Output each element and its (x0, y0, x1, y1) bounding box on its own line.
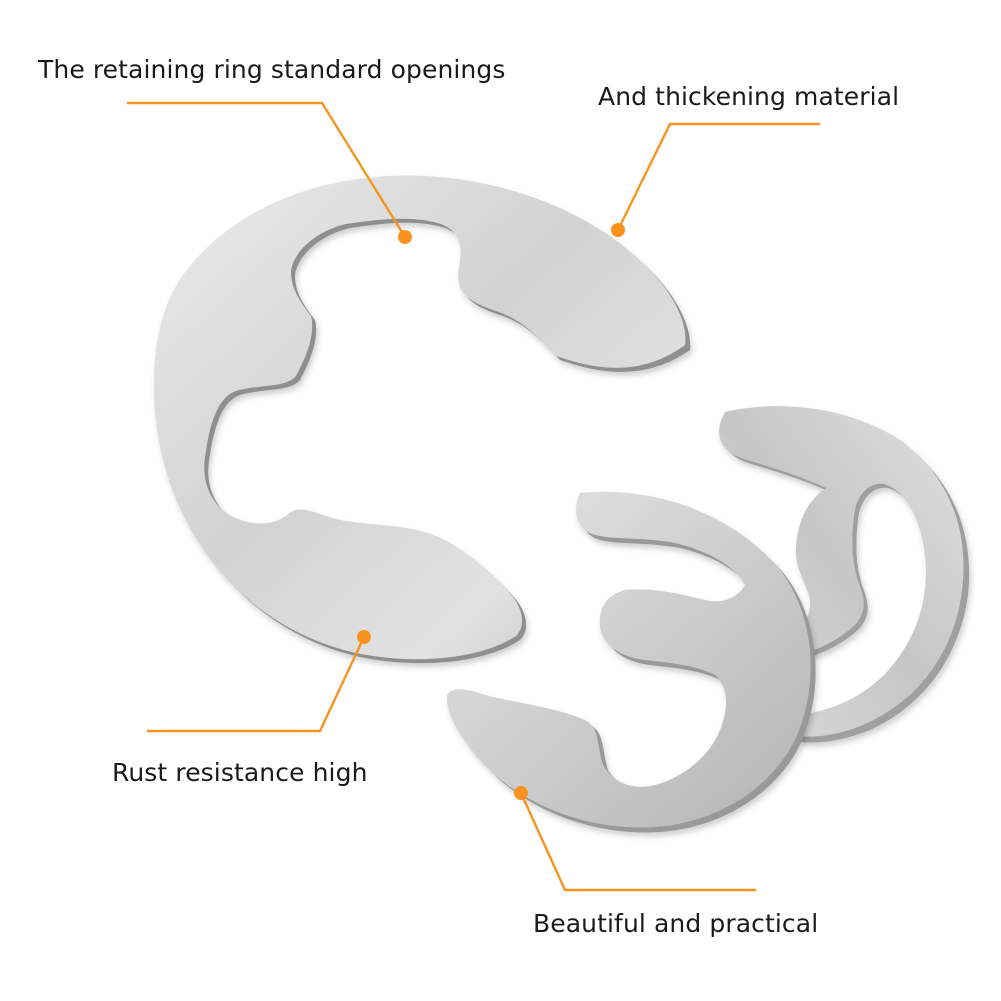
callout-line-rust (147, 636, 366, 733)
callout-line-thickening (616, 122, 820, 231)
callout-label-openings: The retaining ring standard openings (38, 55, 506, 84)
callout-dots (357, 223, 625, 800)
callout-label-thickening: And thickening material (598, 82, 900, 111)
e-clip-small-front (446, 491, 816, 833)
callout-dot-openings (398, 230, 412, 244)
callout-line-beautiful (519, 792, 756, 892)
callout-label-rust: Rust resistance high (112, 758, 368, 787)
callout-dot-thickening (611, 223, 625, 237)
callout-lines (127, 101, 820, 892)
callout-dot-beautiful (514, 786, 528, 800)
callout-label-beautiful: Beautiful and practical (533, 909, 819, 938)
callout-line-openings (127, 101, 407, 238)
callout-dot-rust (357, 630, 371, 644)
e-clip-small-back (719, 406, 970, 743)
e-clip-large (153, 175, 691, 664)
